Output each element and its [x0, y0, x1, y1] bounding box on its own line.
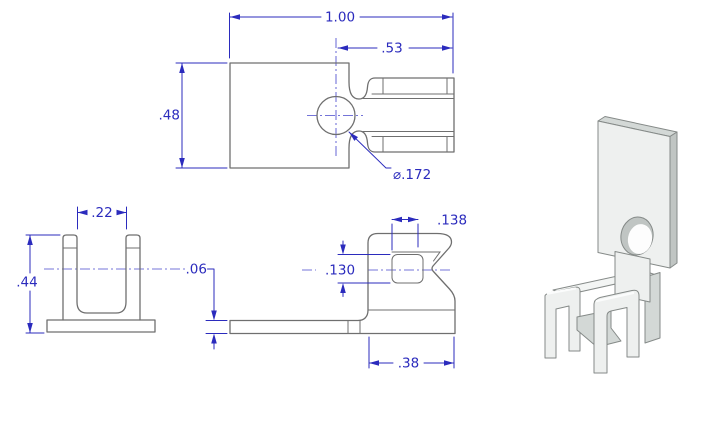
dim-hook-depth: .138 — [391, 213, 467, 251]
front-view: .22 .44 — [16, 205, 186, 334]
side-view: .06 .130 .138 .38 — [186, 213, 468, 372]
dim-tab-length: .53 — [337, 41, 453, 57]
dim-text-clip-opening: .130 — [325, 263, 355, 279]
dim-slot-width: .22 — [77, 205, 127, 230]
dim-text-overall-height: .44 — [16, 275, 37, 291]
clip-left-leg — [544, 286, 581, 359]
dim-text-hook-depth: .138 — [437, 213, 467, 229]
base-plate — [46, 319, 156, 333]
dim-text-body-height: .48 — [159, 108, 180, 124]
dim-overall-height: .44 — [16, 234, 61, 334]
dim-clip-length: .38 — [368, 336, 455, 372]
top-view: 1.00 .53 .48 ⌀.172 — [159, 10, 455, 183]
bend-ticks — [347, 320, 361, 334]
dim-body-height: .48 — [159, 62, 228, 169]
inner-fold-line — [391, 251, 441, 262]
dim-text-slot-width: .22 — [91, 205, 112, 221]
dim-text-overall-width: 1.00 — [325, 10, 355, 26]
dim-text-clip-length: .38 — [398, 356, 419, 372]
bend-ticks — [382, 77, 448, 153]
dim-text-hole-diameter: ⌀.172 — [393, 167, 431, 183]
side-view-outline — [229, 232, 456, 335]
tab-side-face — [669, 131, 678, 269]
hole-circle — [316, 95, 356, 136]
dim-overall-width: 1.00 — [229, 10, 454, 74]
clip-right-leg — [593, 289, 640, 374]
dim-text-material-thickness: .06 — [186, 262, 207, 278]
isometric-view — [544, 116, 678, 374]
top-view-outline — [229, 62, 455, 169]
dim-hole-diameter: ⌀.172 — [348, 131, 431, 183]
tab-neck — [614, 251, 651, 303]
dim-material-thickness: .06 — [186, 262, 228, 350]
dim-text-tab-length: .53 — [381, 41, 402, 57]
front-view-outline — [62, 234, 141, 321]
clip-leg-profile — [391, 254, 424, 284]
dim-clip-opening: .130 — [325, 240, 391, 297]
